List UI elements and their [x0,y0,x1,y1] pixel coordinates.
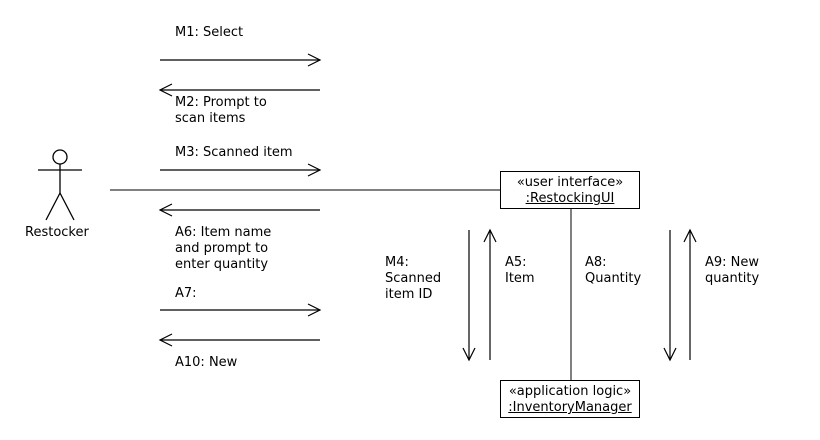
arrow-m1 [160,53,322,67]
arrow-a7 [160,303,322,317]
message-a8-line2: Quantity [585,271,642,286]
ui-object-name: :RestockingUI [525,191,615,206]
message-m2-line2: scan items [175,111,246,126]
ui-stereotype: «user interface» [516,175,624,190]
message-m2-label: M2: Prompt to scan items [175,95,267,127]
arrow-a9 [683,228,697,360]
logic-object-name: :InventoryManager [508,400,632,415]
restocking-ui-object: «user interface» :RestockingUI [500,171,640,209]
message-a8-line1: A8: [585,255,607,270]
arrow-a8 [663,230,677,362]
message-a8-label: A8: Quantity [585,255,641,287]
message-a9-label: A9: New quantity [705,255,759,287]
message-m4-label: M4: Scanned item ID [385,255,441,303]
inventory-manager-object: «application logic» :InventoryManager [500,380,640,418]
message-m4-line1: M4: [385,255,409,270]
message-a5-line2: Item [505,271,535,286]
message-a6-label: A6: Item name and prompt to enter quanti… [175,225,271,273]
message-m1-label: M1: Select [175,25,244,40]
message-a5-label: A5: Item [505,255,535,287]
arrow-a10 [158,333,320,347]
logic-stereotype: «application logic» [508,384,632,399]
arrow-m2 [158,83,320,97]
message-m4-line3: item ID [385,287,433,302]
message-m3-label: M3: Scanned item [175,145,293,160]
actor-name: Restocker [25,225,89,240]
message-a10-label: A10: New [175,355,238,370]
message-m2-line1: M2: Prompt to [175,95,267,110]
message-a9-line1: A9: New [705,255,760,270]
message-a6-line3: enter quantity [175,257,269,272]
message-a5-line1: A5: [505,255,527,270]
message-a9-line2: quantity [705,271,760,286]
message-a6-line2: and prompt to [175,241,269,256]
message-a7-label: A7: [175,286,197,301]
message-a6-line1: A6: Item name [175,225,272,240]
message-m4-line2: Scanned [385,271,442,286]
actor-figure [38,149,82,221]
arrow-a5 [483,228,497,360]
arrow-m4 [462,230,476,362]
arrow-m3 [160,163,322,177]
arrow-a6 [158,203,320,217]
